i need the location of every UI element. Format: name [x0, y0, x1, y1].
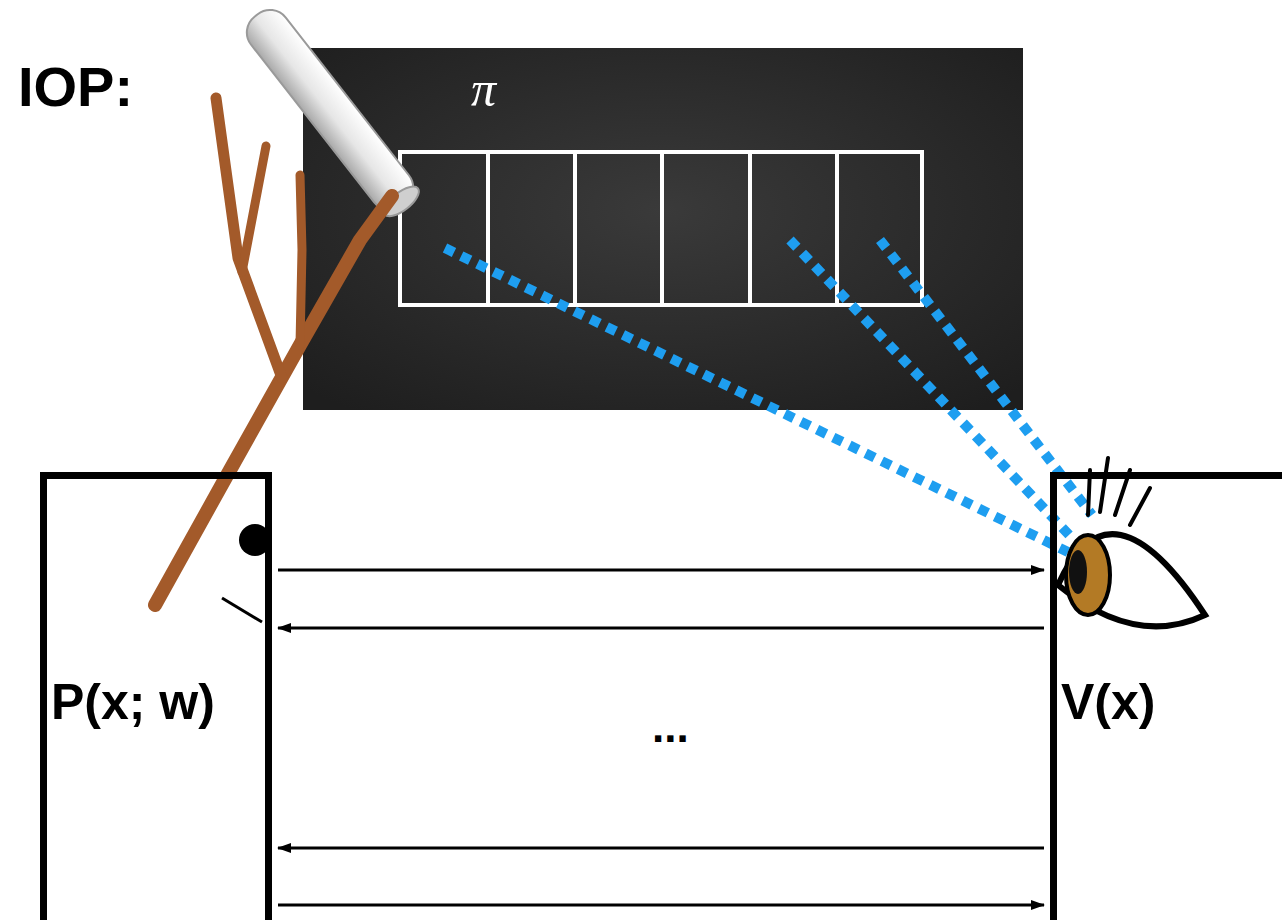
proof-cell [662, 152, 750, 305]
proof-cell [400, 152, 488, 305]
query-line [445, 248, 1068, 552]
proof-cell [488, 152, 575, 305]
message-arrow [278, 569, 1044, 572]
message-arrow [278, 904, 1044, 907]
message-arrow [278, 627, 1044, 630]
query-line [790, 240, 1072, 538]
verifier-box: V(x) [1050, 472, 1282, 920]
proof-symbol: π [471, 61, 496, 117]
proof-cell [750, 152, 837, 305]
verifier-eye [1058, 458, 1205, 626]
prover-mouth [222, 598, 262, 622]
proof-cell [837, 152, 922, 305]
ellipsis-label: ... [652, 702, 689, 752]
party-name: P(x; w) [51, 673, 215, 731]
eye-pupil [1069, 550, 1087, 594]
eyelashes [1088, 458, 1150, 525]
proof-cells [400, 152, 922, 305]
prover-box: P(x; w) [40, 472, 272, 920]
query-lines [445, 240, 1092, 552]
blackboard: π [303, 48, 1023, 410]
eye-outline [1058, 534, 1205, 626]
proof-cell [575, 152, 662, 305]
party-name: V(x) [1061, 673, 1155, 731]
chalk-stick [239, 2, 425, 222]
message-arrow [278, 847, 1044, 850]
prover-stick-arm [155, 98, 392, 605]
figure-title-label: IOP: [18, 54, 133, 119]
eye-iris [1066, 535, 1110, 615]
